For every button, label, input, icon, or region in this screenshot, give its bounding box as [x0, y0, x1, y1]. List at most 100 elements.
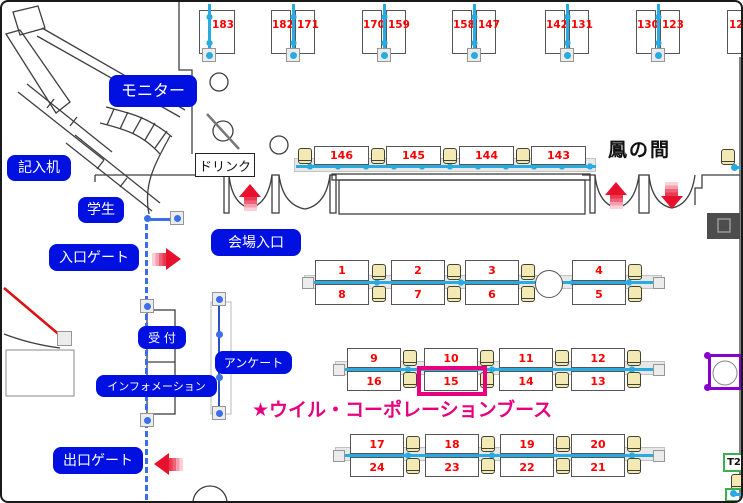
connector-box: [212, 406, 226, 420]
label-writing-desk: 記入机: [8, 156, 70, 180]
booth-19: 19: [500, 434, 554, 454]
door-in-arrow-icon: [244, 197, 257, 211]
route-dot: [216, 331, 223, 338]
system-dot: [731, 164, 738, 171]
connector-box: [286, 48, 300, 62]
booth-system-line: [296, 162, 596, 171]
connector-box: [212, 292, 226, 306]
label-drink: ドリンク: [195, 153, 255, 177]
door-out-arrow-icon: [665, 182, 678, 196]
booth-1: 1: [315, 260, 369, 281]
booth-system-line: [654, 4, 663, 60]
chair: [721, 149, 735, 165]
chair: [403, 372, 417, 388]
label-student: 学生: [79, 198, 123, 222]
chair: [516, 148, 530, 164]
booth-20: 20: [571, 434, 625, 454]
exit-arrow-icon: [169, 458, 183, 471]
booth-122: 122: [727, 10, 741, 54]
label-monitor: モニター: [110, 76, 196, 106]
chair: [481, 458, 495, 474]
purple-dot: [704, 352, 711, 359]
booth-13: 13: [571, 371, 625, 391]
chair: [627, 436, 641, 452]
connector-box: [333, 450, 345, 462]
booth-12: 12: [571, 348, 625, 368]
green-marker: [725, 488, 741, 501]
purple-dot: [704, 384, 711, 391]
connector-box: [140, 413, 154, 427]
chair: [627, 350, 641, 366]
booth-6: 6: [465, 284, 519, 305]
connector-box: [653, 450, 665, 462]
booth-14: 14: [499, 371, 553, 391]
chair: [298, 148, 312, 164]
chair: [403, 350, 417, 366]
booth-11: 11: [499, 348, 553, 368]
booth-3: 3: [465, 260, 519, 281]
booth-system-line: [289, 4, 298, 60]
door-out-arrow-icon: [661, 196, 683, 209]
booth-23: 23: [425, 457, 479, 477]
chair: [447, 286, 461, 302]
booth-18: 18: [425, 434, 479, 454]
red-guide-line: [3, 287, 63, 338]
connector-box: [377, 48, 391, 62]
chair: [555, 372, 569, 388]
chair: [555, 350, 569, 366]
column-circle: [535, 270, 563, 298]
booth-144: 144: [459, 146, 514, 165]
escalator-box: [12, 5, 46, 36]
connector-box: [653, 364, 665, 376]
chair: [406, 436, 420, 452]
chair: [628, 286, 642, 302]
booth-15: 15: [424, 371, 478, 391]
chair: [481, 436, 495, 452]
booth-145: 145: [386, 146, 441, 165]
booth-10: 10: [424, 348, 478, 368]
connector-box: [302, 277, 314, 289]
connector-box: [170, 211, 184, 225]
label-information: インフォメーション: [97, 376, 216, 396]
booth-5: 5: [572, 284, 626, 305]
booth-system-line: [338, 365, 660, 374]
chair: [556, 458, 570, 474]
booth-system-line: [470, 4, 479, 60]
lobby-curve: [146, 135, 171, 215]
label-entrance-gate: 入口ゲート: [50, 245, 138, 270]
chair: [627, 458, 641, 474]
booth-9: 9: [347, 348, 401, 368]
chair: [372, 264, 386, 280]
queue-lane: [17, 91, 105, 161]
purple-zone-frame: [708, 354, 741, 390]
booth-system-line: [338, 451, 660, 460]
booth-system-line: [307, 278, 659, 287]
connector-box: [651, 48, 665, 62]
system-line-stub: [735, 166, 741, 169]
highlight-booth-frame: [417, 366, 487, 396]
dark-pillar: [707, 213, 740, 239]
escalator-band: [4, 29, 71, 114]
door-slash: [206, 113, 240, 150]
hall-name: 鳳の間: [608, 139, 672, 161]
system-line-stub: [736, 493, 741, 496]
booth-21: 21: [571, 457, 625, 477]
booth-146: 146: [314, 146, 369, 165]
chair: [521, 286, 535, 302]
booth-4: 4: [572, 260, 626, 281]
exit-arrow-icon: [154, 453, 169, 475]
door-in-arrow-icon: [605, 182, 627, 195]
booth-24: 24: [350, 457, 404, 477]
connector-box: [467, 48, 481, 62]
connector-box: [653, 277, 665, 289]
chair: [521, 264, 535, 280]
highlight-booth-text: ★ウイル・コーポレーションブース: [252, 399, 553, 421]
gate-route-segment: [148, 218, 178, 221]
label-survey: アンケート: [216, 352, 291, 373]
booth-22: 22: [500, 457, 554, 477]
label-venue-entrance: 会場入口: [212, 230, 300, 255]
label-exit-gate: 出口ゲート: [54, 448, 142, 473]
chair: [443, 148, 457, 164]
entrance-arrow-icon: [152, 253, 166, 266]
